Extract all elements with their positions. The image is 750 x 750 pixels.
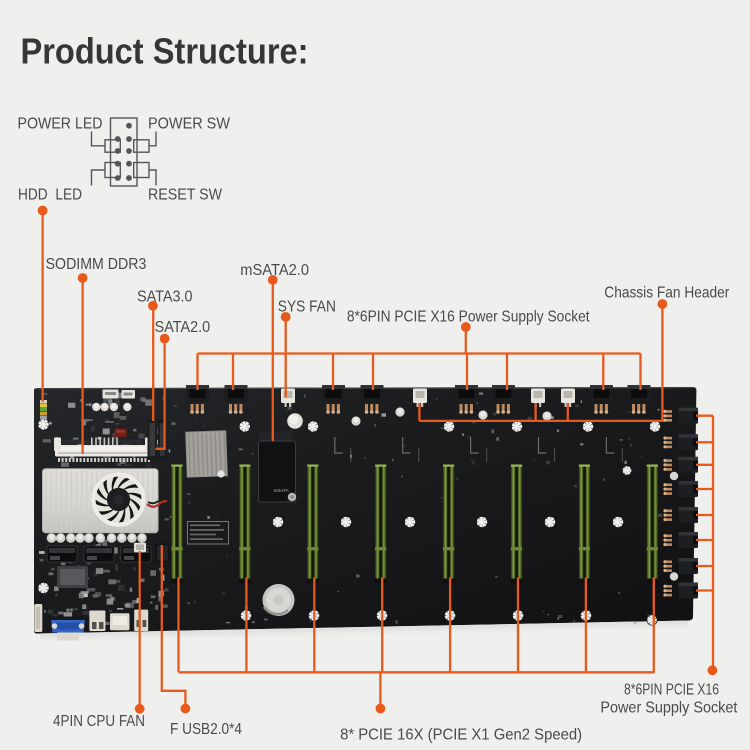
svg-text:8*6PIN PCIE X16: 8*6PIN PCIE X16 bbox=[624, 682, 719, 699]
svg-text:F USB2.0*4: F USB2.0*4 bbox=[170, 721, 242, 738]
svg-text:SYS FAN: SYS FAN bbox=[278, 299, 336, 316]
svg-text:HDD LED: HDD LED bbox=[18, 187, 82, 204]
svg-text:SATA3.0: SATA3.0 bbox=[137, 288, 193, 305]
svg-text:8* PCIE 16X (PCIE X1 Gen2 Spee: 8* PCIE 16X (PCIE X1 Gen2 Speed) bbox=[340, 727, 582, 744]
svg-text:SATA2.0: SATA2.0 bbox=[155, 319, 211, 336]
svg-text:RESET SW: RESET SW bbox=[148, 187, 223, 204]
svg-text:SODIMM DDR3: SODIMM DDR3 bbox=[46, 256, 147, 273]
svg-text:Power Supply Socket: Power Supply Socket bbox=[600, 699, 737, 716]
svg-text:POWER SW: POWER SW bbox=[148, 115, 231, 132]
svg-text:Product Structure:: Product Structure: bbox=[21, 31, 309, 72]
svg-text:8*6PIN PCIE X16 Power Supply S: 8*6PIN PCIE X16 Power Supply Socket bbox=[347, 309, 590, 326]
svg-text:mSATA: mSATA bbox=[274, 488, 290, 493]
svg-text:mSATA2.0: mSATA2.0 bbox=[240, 262, 309, 279]
svg-text:Chassis Fan Header: Chassis Fan Header bbox=[604, 285, 730, 302]
svg-text:4PIN CPU FAN: 4PIN CPU FAN bbox=[53, 713, 145, 730]
svg-text:POWER LED: POWER LED bbox=[18, 115, 103, 132]
